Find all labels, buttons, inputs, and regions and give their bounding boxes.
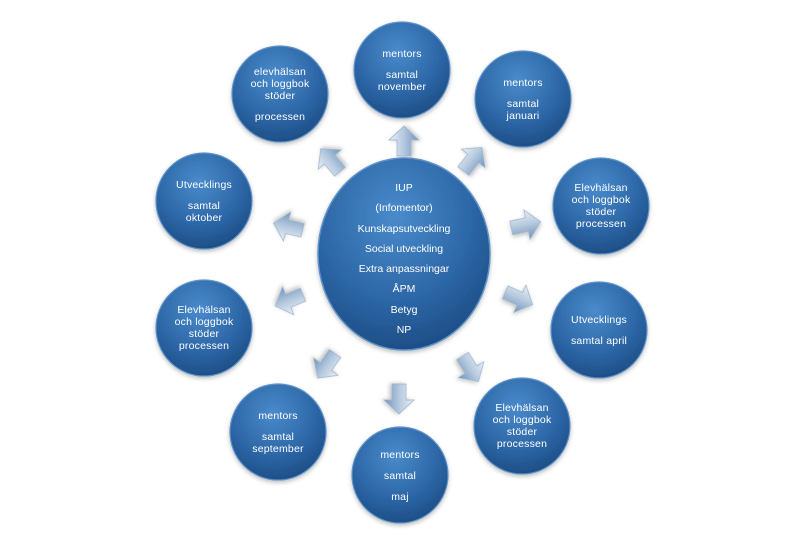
node-utvecklingssamtal-april: Utvecklings samtal april: [553, 294, 645, 366]
center-line: (Infomentor): [375, 202, 433, 215]
node-line: Elevhälsan: [495, 402, 549, 414]
node-line: samtal: [506, 97, 540, 110]
arrow-icon: [387, 125, 421, 157]
node-line: och loggbok: [250, 77, 310, 90]
center-ellipse: [317, 157, 491, 351]
node-mentors-samtal-maj: mentors samtal maj: [354, 436, 446, 516]
node-line: processen: [178, 340, 230, 352]
arrow-icon: [501, 284, 534, 314]
node-line: november: [377, 80, 427, 93]
center-line: Kunskapsutveckling: [357, 222, 451, 235]
bubble-utvecklingssamtal-oktober: [155, 152, 253, 250]
center-line: Social utveckling: [364, 242, 444, 255]
node-line: januari: [506, 109, 540, 122]
node-line: september: [252, 442, 304, 455]
bubble-elevhalsan-left-top: [231, 45, 329, 143]
bubble-mentors-januari: [474, 50, 572, 148]
node-line: Elevhälsan: [574, 182, 628, 194]
node-line: processen: [254, 110, 306, 123]
node-line: samtal: [383, 470, 417, 482]
node-line: Utvecklings: [176, 178, 232, 191]
arrow-icon: [457, 146, 486, 176]
node-line: processen: [575, 218, 627, 230]
arrow-icon: [274, 285, 307, 316]
center-line: IUP: [395, 182, 413, 194]
node-line: mentors: [380, 449, 420, 461]
arrow-icon: [456, 351, 485, 383]
node-line: mentors: [382, 47, 422, 60]
node-line: elevhälsan: [253, 65, 307, 78]
node-line: samtal: [261, 430, 295, 443]
node-line: samtal: [187, 199, 221, 212]
node-line: samtal april: [570, 334, 628, 347]
center-line: Extra anpassningar: [358, 263, 450, 276]
arrow-icon: [509, 209, 542, 241]
center-line: ÅPM: [392, 283, 416, 296]
bubble-utvecklingssamtal-april: [550, 281, 648, 379]
node-line: och loggbok: [571, 194, 631, 206]
node-line: och loggbok: [492, 414, 552, 426]
center-line: Betyg: [390, 303, 418, 316]
bubble-mentors-september: [229, 383, 327, 481]
center-line: NP: [396, 324, 412, 337]
node-line: maj: [391, 491, 409, 503]
arrow-icon: [317, 148, 346, 177]
node-line: processen: [496, 438, 548, 450]
node-line: stöder: [506, 426, 538, 438]
bubble-mentors-november: [353, 21, 451, 119]
arrow-icon: [312, 348, 342, 379]
node-line: stöder: [188, 328, 220, 340]
node-line: mentors: [258, 409, 298, 422]
node-line: samtal: [385, 68, 419, 81]
node-line: stöder: [585, 206, 617, 218]
node-line: Utvecklings: [571, 313, 627, 326]
bubble-mentors-maj: [351, 426, 449, 524]
arrow-icon: [272, 211, 305, 243]
node-line: och loggbok: [174, 316, 234, 328]
node-line: oktober: [185, 211, 223, 224]
bubble-elevhalsan-right-top: [552, 157, 650, 255]
bubble-elevhalsan-left-bottom: [155, 279, 253, 377]
bubble-elevhalsan-right-bottom: [473, 377, 571, 475]
node-line: mentors: [503, 76, 543, 89]
arrow-icon: [382, 383, 416, 415]
node-line: Elevhälsan: [177, 304, 231, 316]
node-line: stöder: [264, 89, 296, 102]
